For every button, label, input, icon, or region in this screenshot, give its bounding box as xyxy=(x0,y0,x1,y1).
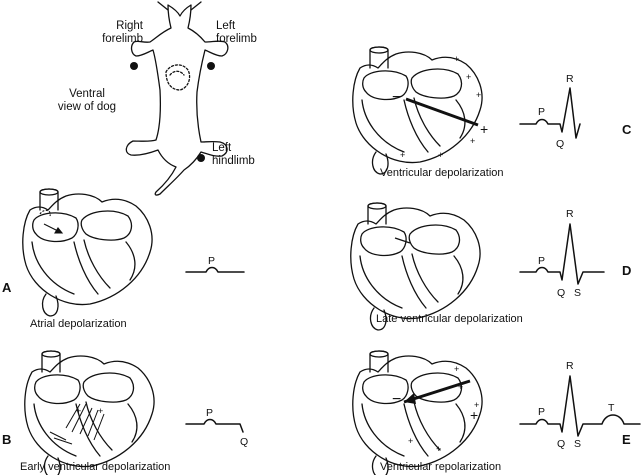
wave-label-d-s: S xyxy=(574,287,582,299)
wave-label-e-q: Q xyxy=(557,438,566,450)
vector-e: − + xyxy=(392,379,478,423)
wave-label-d-q: Q xyxy=(557,287,566,299)
ecg-trace-e xyxy=(519,375,641,437)
wave-label-c-r: R xyxy=(566,73,574,85)
panel-letter-c: C xyxy=(622,122,632,137)
charge-marks: +++ +++ +++ ++ ++ xyxy=(76,54,481,454)
wave-label-e-s: S xyxy=(574,438,582,450)
svg-text:+: + xyxy=(98,406,103,416)
svg-text:+: + xyxy=(474,400,479,410)
caption-c: Ventricular depolarization xyxy=(380,167,504,179)
svg-text:+: + xyxy=(480,121,488,137)
svg-text:+: + xyxy=(454,54,459,64)
svg-text:+: + xyxy=(454,364,459,374)
wave-label-a-p: P xyxy=(208,255,216,267)
svg-text:−: − xyxy=(392,391,401,408)
caption-a: Atrial depolarization xyxy=(30,318,127,330)
svg-text:+: + xyxy=(400,150,405,160)
left-forelimb-label: Left forelimb xyxy=(216,20,257,45)
wave-label-d-p: P xyxy=(538,255,546,267)
panel-letter-a: A xyxy=(2,280,12,295)
wave-label-c-p: P xyxy=(538,106,546,118)
ecg-trace-c xyxy=(519,87,581,139)
panel-letter-b: B xyxy=(2,432,12,447)
svg-text:+: + xyxy=(466,72,471,82)
left-hindlimb-label: Left hindlimb xyxy=(212,142,255,167)
panel-letter-d: D xyxy=(622,263,632,278)
wave-label-b-p: P xyxy=(206,407,214,419)
left-hindlimb-electrode xyxy=(197,154,205,162)
ecg-trace-d xyxy=(519,223,605,285)
svg-text:+: + xyxy=(76,406,81,416)
svg-text:+: + xyxy=(476,90,481,100)
svg-text:−: − xyxy=(392,89,401,106)
dog-outline xyxy=(125,4,229,196)
caption-d: Late ventricular depolarization xyxy=(376,313,523,325)
svg-text:+: + xyxy=(470,407,478,423)
svg-text:+: + xyxy=(436,444,441,454)
ventral-view-label: Ventral view of dog xyxy=(57,88,117,113)
svg-text:+: + xyxy=(470,136,475,146)
wave-label-e-r: R xyxy=(566,360,574,372)
wave-label-b-q: Q xyxy=(240,436,249,448)
septal-activation-b xyxy=(49,403,105,445)
vector-d xyxy=(394,237,411,244)
vector-c: − + xyxy=(392,89,488,137)
svg-text:+: + xyxy=(458,382,463,392)
right-forelimb-electrode xyxy=(130,62,138,70)
wave-label-e-t: T xyxy=(608,402,615,414)
dog-heart-sketch xyxy=(165,64,191,91)
atrial-activation-a xyxy=(39,209,64,234)
ecg-trace-a xyxy=(185,266,245,273)
wave-label-d-r: R xyxy=(566,208,574,220)
dog-ears xyxy=(157,1,202,11)
svg-text:+: + xyxy=(438,150,443,160)
wave-label-e-p: P xyxy=(538,406,546,418)
caption-b: Early ventricular depolarization xyxy=(20,461,171,473)
left-forelimb-electrode xyxy=(207,62,215,70)
ecg-trace-b xyxy=(185,418,244,433)
wave-label-c-q: Q xyxy=(556,138,565,150)
svg-text:+: + xyxy=(408,436,413,446)
right-forelimb-label: Right forelimb xyxy=(102,20,143,45)
panel-letter-e: E xyxy=(622,432,631,447)
caption-e: Ventricular repolarization xyxy=(380,461,502,473)
